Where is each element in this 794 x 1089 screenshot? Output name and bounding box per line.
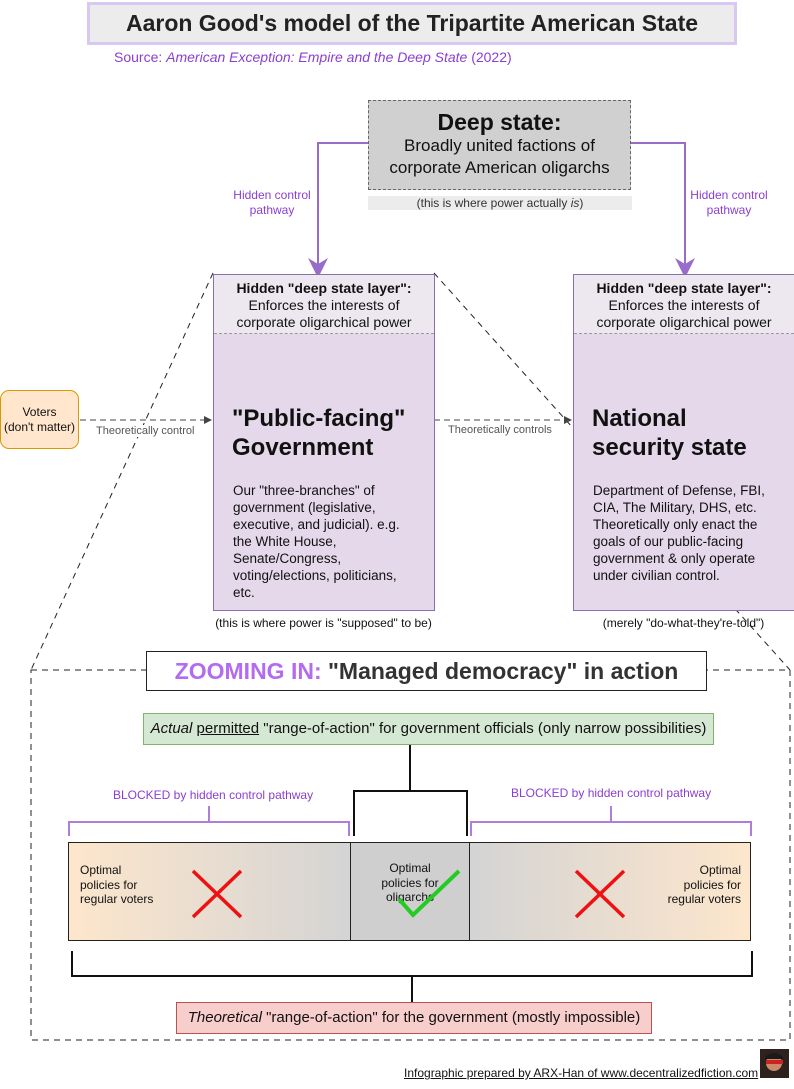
source-book: American Exception: Empire and the Deep … [166,49,468,65]
hidden-path-label-line2: pathway [249,203,295,217]
deep-state-box: Deep state: Broadly united factions of c… [368,100,631,190]
source-year: (2022) [467,49,512,65]
deep-note-em: is [570,196,580,210]
layer-line1: Enforces the interests of [248,297,400,313]
actual-underline: permitted [196,720,260,737]
blocked-bracket-left [68,806,350,836]
policy-line1: Optimal [389,861,431,875]
policy-voters-left-text: Optimal policies for regular voters [80,863,153,907]
policy-line1: Optimal [80,863,122,877]
policy-voters-right-text: Optimal policies for regular voters [668,863,741,907]
policy-line3: regular voters [667,892,741,906]
public-gov-heading-line2: Government [232,434,374,461]
actual-em: Actual [150,720,193,737]
deep-note-before: (this is where power actually [416,196,571,210]
source-citation: Source: American Exception: Empire and t… [114,49,512,65]
segment-oligarchs: Optimal policies for oligarchs [351,843,470,940]
deep-state-desc-line2: corporate American oligarchs [389,158,610,177]
theoretical-em: Theoretical [187,1009,262,1026]
red-cross-icon [191,869,243,919]
deep-state-desc-line1: Broadly united factions of [404,136,595,155]
layer-title: Hidden "deep state layer": [236,280,412,296]
zoom-rest: "Managed democracy" in action [321,658,679,684]
policy-strip: Optimal policies for regular voters Opti… [68,842,751,941]
zoom-prefix: ZOOMING IN: [174,658,322,684]
public-government-heading: "Public-facing" Government [214,404,434,462]
theoretical-rest: "range-of-action" for the government (mo… [261,1009,641,1026]
public-government-body: Our "three-branches" of government (legi… [233,483,400,600]
hidden-path-label-line1: Hidden control [690,188,768,202]
nss-heading-line1: National [592,405,687,432]
policy-line3: regular voters [80,892,154,906]
blocked-bracket-right [470,806,752,836]
segment-voters-left: Optimal policies for regular voters [69,843,351,940]
actual-rest: "range-of-action" for government officia… [259,720,707,737]
voters-box: Voters (don't matter) [0,390,79,449]
theoretically-controls-label: Theoretically controls [448,424,552,436]
author-avatar [760,1049,789,1078]
voters-line2: (don't matter) [4,419,75,434]
hidden-path-label-line1: Hidden control [233,188,311,202]
layer-title: Hidden "deep state layer": [596,280,772,296]
deep-state-title: Deep state: [437,109,562,135]
hidden-path-label-line2: pathway [706,203,752,217]
layer-line2: corporate oligarchical power [596,314,772,330]
hidden-pathway-label-right: Hidden control pathway [669,188,789,218]
hidden-pathway-label-left: Hidden control pathway [212,188,332,218]
layer-line2: corporate oligarchical power [236,314,412,330]
green-check-icon [397,869,461,918]
hidden-pathway-right [629,142,695,278]
policy-line2: policies for [80,877,138,892]
public-government-note: (this is where power is "supposed" to be… [215,616,432,630]
actual-range-bracket [353,743,468,836]
blocked-label-left: BLOCKED by hidden control pathway [113,788,314,802]
zoom-title: ZOOMING IN: "Managed democracy" in actio… [146,651,707,691]
segment-voters-right: Optimal policies for regular voters [470,843,750,940]
deep-state-layer-right: Hidden "deep state layer": Enforces the … [574,275,794,334]
actual-range-box: Actual permitted "range-of-action" for g… [143,713,714,745]
deep-state-note: (this is where power actually is) [368,196,632,210]
red-cross-icon [574,869,626,919]
source-prefix: Source: [114,49,167,65]
hidden-pathway-left [308,142,368,278]
national-security-box: Hidden "deep state layer": Enforces the … [573,274,794,611]
layer-line1: Enforces the interests of [608,297,760,313]
policy-line1: Optimal [699,863,741,877]
policy-line2: policies for [381,875,439,890]
nss-heading-line2: security state [592,434,747,461]
blocked-label-right: BLOCKED by hidden control pathway [511,786,712,800]
national-security-heading: National security state [574,404,794,462]
national-security-body: Department of Defense, FBI, CIA, The Mil… [593,483,765,583]
theoretically-control-label: Theoretically control [96,425,195,437]
theoretical-range-bracket [71,951,753,1002]
public-government-box: Hidden "deep state layer": Enforces the … [213,274,435,611]
credit-link[interactable]: Infographic prepared by ARX-Han of www.d… [404,1066,759,1080]
deep-note-after: ) [579,196,584,210]
deep-state-layer-left: Hidden "deep state layer": Enforces the … [214,275,434,334]
avatar-image [760,1049,789,1078]
policy-line2: policies for [683,877,741,892]
theoretical-range-box: Theoretical "range-of-action" for the go… [176,1002,652,1034]
national-security-note: (merely "do-what-they're-told") [602,616,765,630]
voters-line1: Voters [22,404,57,419]
public-gov-heading-line1: "Public-facing" [232,405,406,432]
page-title: Aaron Good's model of the Tripartite Ame… [87,2,737,45]
